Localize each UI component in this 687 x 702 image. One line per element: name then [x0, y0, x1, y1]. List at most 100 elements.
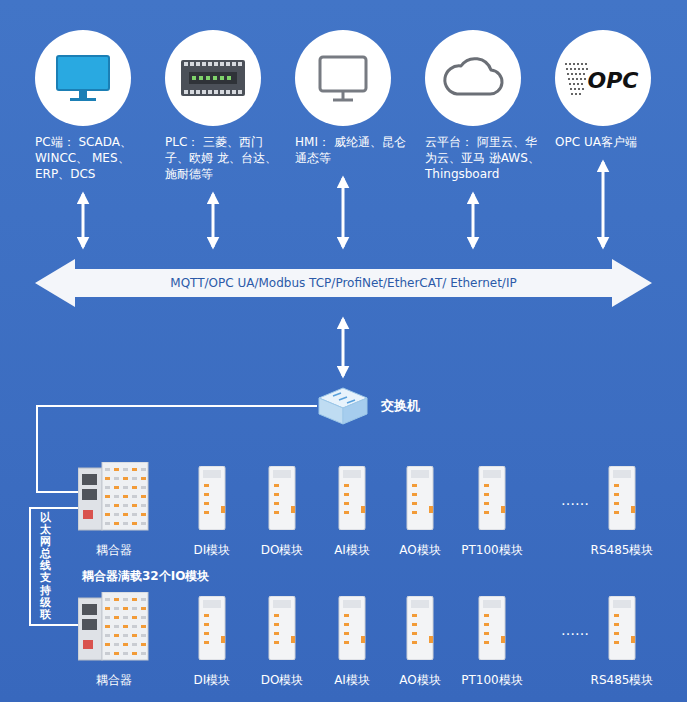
drawing-part — [484, 502, 489, 505]
drawing-part — [105, 468, 110, 471]
drawing-part — [609, 466, 635, 530]
drawing-part — [501, 636, 505, 643]
module-illustration — [265, 466, 299, 530]
drawing-part — [141, 504, 146, 507]
drawing-part — [189, 72, 237, 84]
drawing-part — [484, 614, 489, 617]
drawing-part — [141, 477, 146, 480]
drawing-part — [141, 607, 146, 610]
node-label: 云平台： 阿里云、华为云、亚马 逊AWS、Thingsboard — [425, 134, 547, 182]
drawing-part — [214, 90, 218, 94]
module-illustration — [403, 466, 437, 530]
drawing-part — [105, 634, 110, 637]
drawing-part — [320, 57, 366, 91]
drawing-part — [141, 598, 146, 601]
drawing-part — [114, 522, 119, 525]
drawing-part — [184, 62, 188, 66]
drawing-part — [238, 90, 242, 94]
drawing-part — [141, 616, 146, 619]
drawing-part — [614, 623, 619, 626]
drawing-part — [114, 643, 119, 646]
drawing-part — [484, 641, 489, 644]
node-label: DO模块 — [261, 542, 304, 559]
drawing-part — [238, 62, 242, 66]
device-node: 云平台： 阿里云、华为云、亚马 逊AWS、Thingsboard — [425, 30, 547, 182]
drawing-part — [105, 504, 110, 507]
drawing-part — [105, 522, 110, 525]
drawing-part — [614, 493, 619, 496]
coupler-illustration — [78, 592, 150, 662]
drawing-part — [105, 486, 110, 489]
drawing-part — [105, 652, 110, 655]
drawing-part — [196, 62, 200, 66]
drawing-part — [269, 596, 295, 660]
drawing-part — [204, 614, 209, 617]
drawing-part — [190, 90, 194, 94]
drawing-part — [204, 511, 209, 514]
drawing-part — [445, 59, 502, 94]
drawing-part — [165, 30, 261, 126]
drawing-part — [132, 513, 137, 516]
drawing-part — [484, 623, 489, 626]
drawing-part — [132, 486, 137, 489]
plc-icon — [165, 30, 261, 126]
drawing-part — [123, 652, 128, 655]
protocol-bus-arrow: MQTT/OPC UA/Modbus TCP/ProfiNet/EtherCAT… — [35, 259, 652, 307]
drawing-part — [213, 76, 217, 80]
drawing-part — [479, 466, 505, 530]
coupler-node: 耦合器 — [78, 462, 150, 559]
drawing-part — [291, 506, 295, 513]
drawing-part — [132, 468, 137, 471]
drawing-part — [412, 632, 417, 635]
drawing-part — [123, 607, 128, 610]
drawing-part — [412, 484, 417, 487]
drawing-part — [78, 598, 102, 660]
drawing-part — [141, 522, 146, 525]
drawing-part — [484, 632, 489, 635]
drawing-part — [203, 600, 221, 608]
drawing-part — [407, 596, 433, 660]
drawing-part — [613, 600, 631, 608]
drawing-part — [82, 604, 97, 615]
io-module: RS485模块 — [591, 596, 654, 689]
drawing-part — [555, 30, 651, 126]
drawing-part — [227, 76, 231, 80]
drawing-part — [614, 502, 619, 505]
io-module: AI模块 — [334, 596, 370, 689]
drawing-part — [83, 640, 93, 649]
drawing-part — [105, 477, 110, 480]
drawing-part — [192, 76, 196, 80]
drawing-part — [221, 636, 225, 643]
drawing-part — [411, 470, 429, 478]
drawing-part — [83, 510, 93, 519]
drawing-part — [204, 502, 209, 505]
drawing-part — [132, 522, 137, 525]
io-module: AI模块 — [334, 466, 370, 559]
drawing-part — [214, 62, 218, 66]
drawing-part — [105, 598, 110, 601]
drawing-part — [123, 486, 128, 489]
drawing-part — [141, 468, 146, 471]
module-illustration — [195, 596, 229, 660]
drawing-part — [344, 641, 349, 644]
drawing-part — [35, 259, 652, 307]
drawing-part — [132, 616, 137, 619]
drawing-part — [204, 623, 209, 626]
drawing-part — [184, 90, 188, 94]
drawing-part — [571, 93, 583, 95]
drawing-part — [274, 632, 279, 635]
drawing-part — [412, 502, 417, 505]
drawing-part — [361, 506, 365, 513]
drawing-part — [344, 623, 349, 626]
io-module: PT100模块 — [461, 596, 522, 689]
drawing-part — [82, 489, 97, 500]
node-label: AO模块 — [399, 672, 440, 689]
drawing-part — [339, 466, 365, 530]
connector — [472, 194, 475, 247]
node-label: PT100模块 — [461, 542, 522, 559]
drawing-part — [274, 511, 279, 514]
drawing-part — [565, 63, 589, 65]
device-node: HMI： 威纶通、昆仑通态等 — [295, 30, 417, 166]
drawing-part — [114, 625, 119, 628]
drawing-part — [570, 88, 584, 90]
